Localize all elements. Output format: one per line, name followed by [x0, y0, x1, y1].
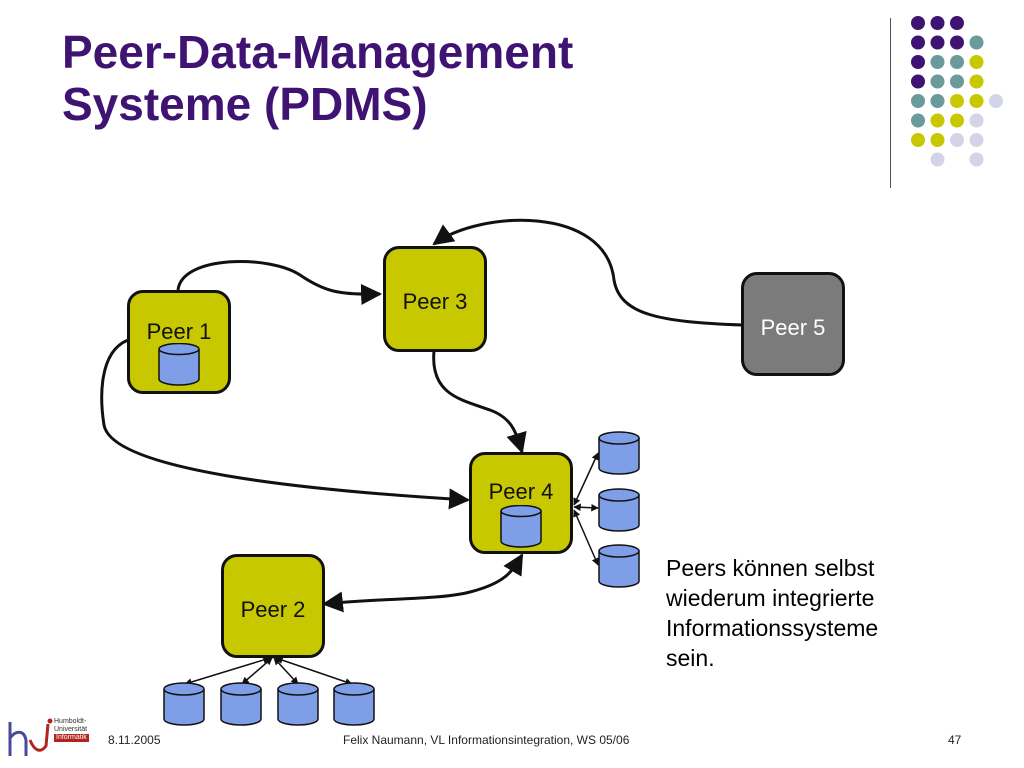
- annotation-text: Peers können selbst wiederum integrierte…: [666, 553, 966, 673]
- edge-peer4-db-b: [573, 503, 599, 512]
- peer-1-label: Peer 1: [146, 319, 212, 344]
- decorative-dot: [969, 152, 984, 167]
- logo-line-2: Universität: [54, 726, 88, 733]
- logo-text: Humboldt- Universität Informatik: [54, 718, 89, 742]
- decorative-dot: [911, 55, 925, 69]
- decorative-dot: [969, 113, 984, 128]
- decorative-dot: [969, 55, 984, 69]
- decorative-dot: [950, 35, 964, 50]
- decorative-dot: [950, 94, 964, 108]
- database-peer4-c: [598, 544, 640, 588]
- footer-page-number: 47: [948, 733, 962, 747]
- slide-title-line-1: Peer-Data-Management: [62, 26, 574, 78]
- database-peer4-b: [598, 488, 640, 532]
- database-peer2-b: [220, 682, 262, 726]
- slide-title-line-2: Systeme (PDMS): [62, 78, 428, 130]
- decorative-dot: [911, 94, 925, 108]
- decorative-dot: [911, 113, 925, 128]
- decorative-dot: [969, 35, 984, 50]
- peer-4-label: Peer 4: [488, 479, 554, 504]
- database-peer2-a: [163, 682, 205, 726]
- peer-3-label: Peer 3: [402, 289, 468, 314]
- decorative-dot: [930, 133, 945, 147]
- decorative-dot: [950, 16, 964, 30]
- decorative-dot: [950, 74, 964, 89]
- decorative-dot: [930, 74, 945, 89]
- peer-1-node: Peer 1: [127, 290, 231, 394]
- annotation-line-2: wiederum integrierte: [666, 585, 875, 611]
- peer-4-node: Peer 4: [469, 452, 573, 554]
- logo-line-3: Informatik: [54, 734, 89, 742]
- edge-peer2-peer4: [321, 553, 524, 613]
- decorative-dot: [969, 133, 984, 147]
- decorative-dot: [930, 16, 945, 30]
- edge-peer2-db-d: [275, 656, 353, 686]
- decorative-dot-grid: [911, 16, 1003, 167]
- title-divider: [890, 18, 891, 188]
- peer-5-node: Peer 5: [741, 272, 845, 376]
- edge-peer1-peer4: [100, 338, 471, 510]
- decorative-dot: [969, 94, 984, 108]
- decorative-dot: [911, 16, 925, 30]
- annotation-line-3: Informationssysteme: [666, 615, 879, 641]
- peer-5-label: Peer 5: [760, 315, 826, 340]
- edge-peer4-db-c: [573, 509, 599, 566]
- database-peer2-c: [277, 682, 319, 726]
- edge-peer4-db-a: [573, 452, 599, 506]
- decorative-dot: [950, 55, 964, 69]
- edge-peer1-peer3: [176, 260, 383, 305]
- decorative-dot: [930, 55, 945, 69]
- annotation-line-4: sein.: [666, 645, 715, 671]
- peer-3-node: Peer 3: [383, 246, 487, 352]
- peer-1-database: [158, 343, 200, 386]
- decorative-dot: [930, 113, 945, 128]
- logo-line-1: Humboldt-: [54, 718, 87, 725]
- peer-2-node: Peer 2: [221, 554, 325, 658]
- decorative-dot: [930, 94, 945, 108]
- decorative-dot: [911, 74, 925, 89]
- decorative-dot: [930, 35, 945, 50]
- slide-title: Peer-Data-Management Systeme (PDMS): [62, 26, 822, 130]
- decorative-dot: [911, 133, 925, 147]
- decorative-dot: [969, 74, 984, 89]
- database-peer2-d: [333, 682, 375, 726]
- database-peer4-a: [598, 431, 640, 475]
- edge-peer5-peer3: [432, 218, 743, 327]
- decorative-dot: [911, 35, 925, 50]
- decorative-dot: [950, 133, 964, 147]
- edge-peer2-db-b: [241, 657, 273, 685]
- decorative-dot: [950, 113, 964, 128]
- decorative-dot: [930, 152, 945, 167]
- edge-peer3-peer4: [432, 350, 527, 455]
- decorative-dot: [989, 94, 1003, 108]
- footer-author: Felix Naumann, VL Informationsintegratio…: [343, 733, 630, 747]
- footer-date: 8.11.2005: [108, 733, 161, 747]
- peer-2-label: Peer 2: [240, 597, 306, 622]
- annotation-line-1: Peers können selbst: [666, 555, 875, 581]
- humboldt-logo: [8, 718, 53, 756]
- peer-4-database: [500, 505, 542, 548]
